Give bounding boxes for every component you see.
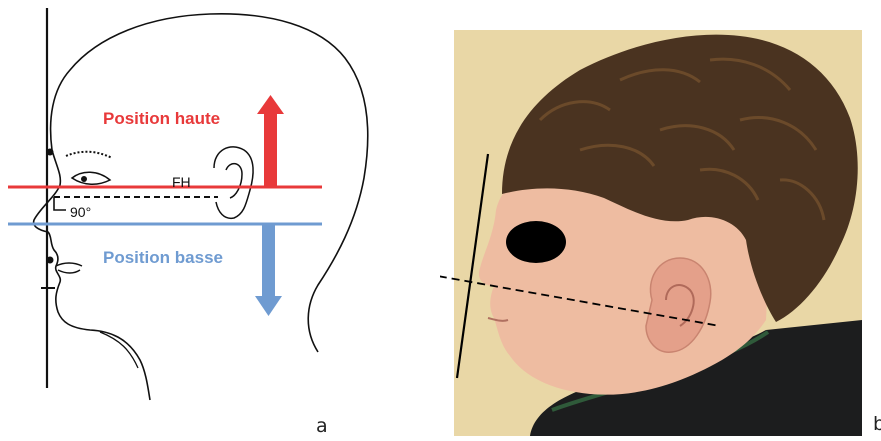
up-arrow — [257, 95, 284, 187]
panel-b-photo: b — [440, 0, 881, 436]
ear — [214, 147, 253, 218]
down-arrow — [255, 224, 282, 316]
label-position-basse: Position basse — [103, 248, 223, 267]
label-position-haute: Position haute — [103, 109, 220, 128]
head-outline — [51, 14, 368, 352]
eyebrow — [66, 152, 112, 158]
head-diagram: Position haute Position basse FH 90° — [0, 0, 440, 436]
eye — [72, 172, 110, 184]
panel-letter-a: a — [316, 415, 328, 437]
right-angle-marker — [54, 197, 66, 210]
label-fh: FH — [172, 174, 191, 190]
panel-a-diagram: Position haute Position basse FH 90° a — [0, 0, 440, 436]
label-90-degrees: 90° — [70, 204, 91, 220]
child-profile-photo — [440, 0, 881, 436]
subnasal-point — [47, 257, 54, 264]
mouth — [56, 263, 82, 273]
panel-letter-b: b — [873, 413, 881, 435]
pupil — [81, 176, 87, 182]
eye-mask — [506, 221, 566, 263]
